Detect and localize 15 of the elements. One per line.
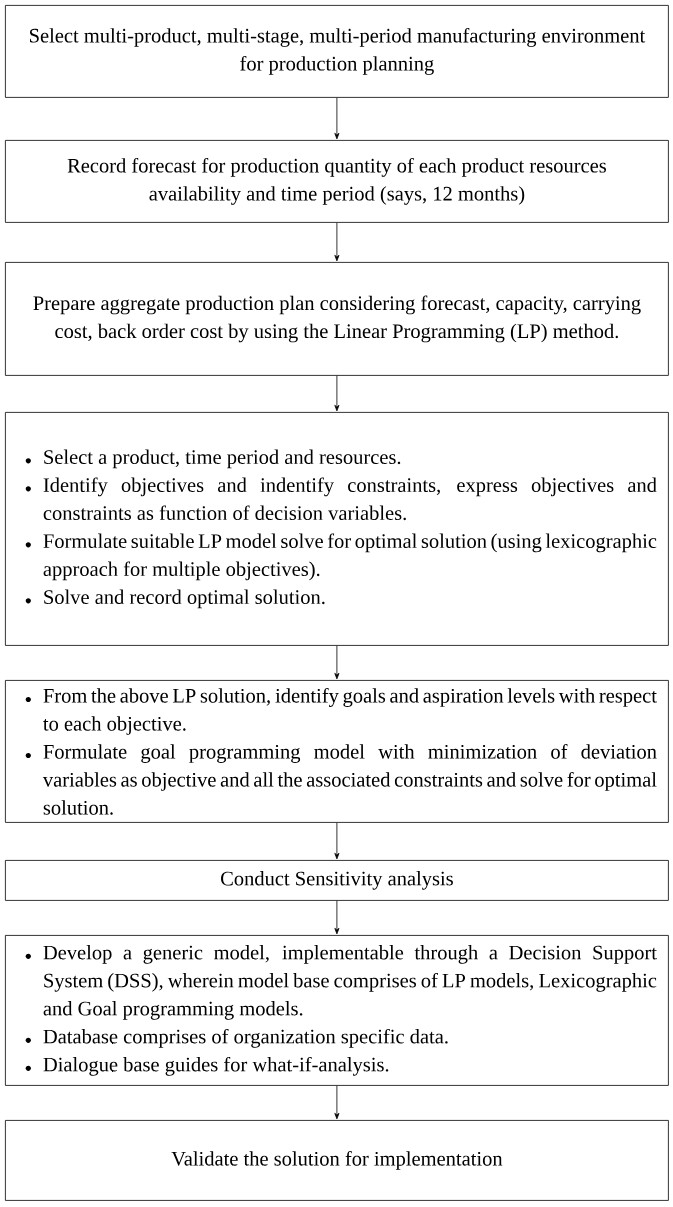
bullet-list-box: From the above LP solution, identify goals and aspiration levels with respect to each objective. Formulate goal programming model with minimization of deviation variables as objective and all the associated constraints and solve for optimal solution. — [5, 680, 669, 823]
process-box: Record forecast for production quantity of each product resources availability and time period (says, 12 months) — [5, 140, 669, 223]
arrow — [334, 1085, 340, 1120]
arrow — [334, 645, 340, 680]
arrow — [334, 375, 340, 412]
bullet-list-box: Select a product, time period and resources. Identify objectives and indentify constraints, express objectives and constraints as function of decision variables. Formulate suitable LP model solve for optimal solution (using lexicographic approach for multiple objectives). Solve and record optimal solution. — [5, 412, 669, 646]
arrow — [334, 222, 340, 262]
process-box: Select multi-product, multi-stage, multi-period manufacturing environment for production planning — [5, 5, 669, 98]
arrow — [334, 822, 340, 860]
bullet-list-box: Develop a generic model, implementable through a Decision Support System (DSS), wherein model base comprises of LP models, Lexicographic and Goal programming models. Database comprises of organization specific data. Dialogue base guides for what-if-analysis. — [5, 935, 669, 1086]
process-box: Validate the solution for implementation — [5, 1120, 669, 1201]
process-box: Prepare aggregate production plan considering forecast, capacity, carrying cost, back order cost by using the Linear Programming (LP) method. — [5, 262, 669, 376]
process-box: Conduct Sensitivity analysis — [5, 860, 669, 901]
arrow — [334, 97, 340, 140]
arrow — [334, 900, 340, 935]
